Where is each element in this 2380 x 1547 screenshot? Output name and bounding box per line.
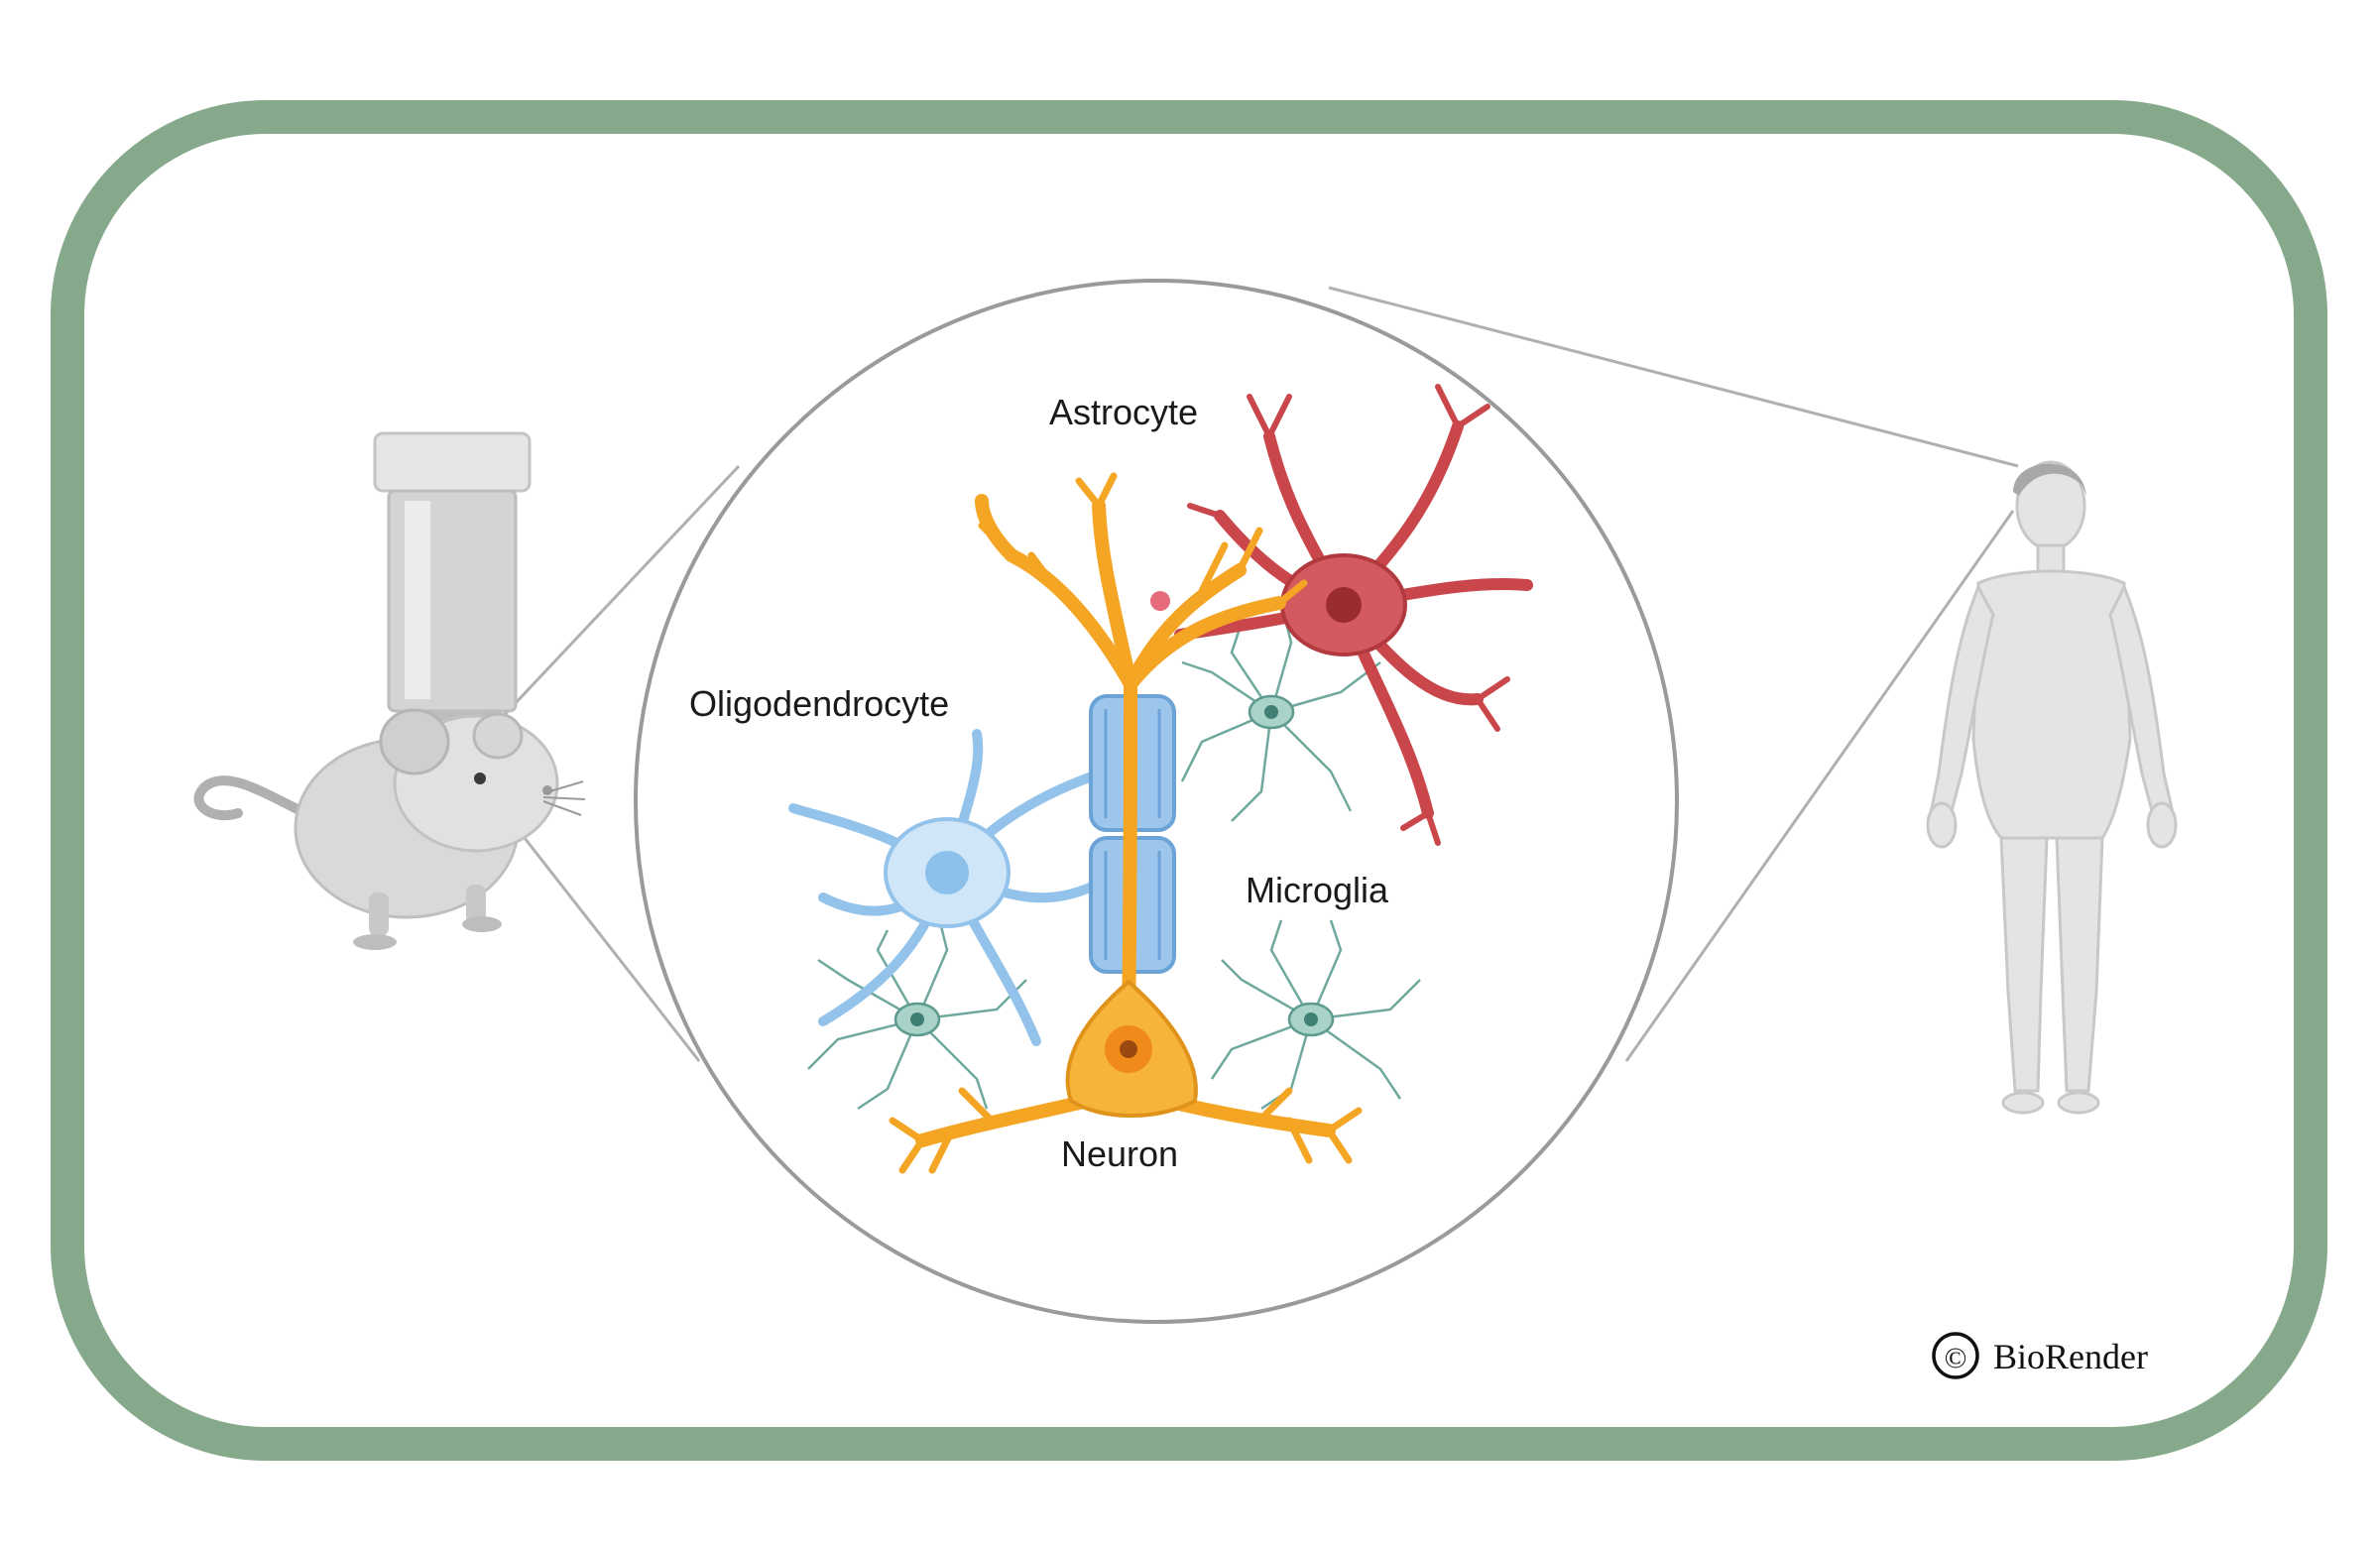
label-neuron: Neuron: [1061, 1133, 1178, 1174]
copyright-icon: [1932, 1332, 1979, 1379]
label-astrocyte: Astrocyte: [1049, 392, 1198, 432]
astrocyte-icon: [1174, 384, 1533, 846]
mouse-icon: [193, 708, 586, 950]
label-oligodendrocyte: Oligodendrocyte: [689, 683, 949, 724]
microglia-icon: [807, 602, 1421, 1111]
microglia-top: [1180, 602, 1381, 822]
credit: © BioRender: [1932, 1332, 2148, 1379]
credit-text: BioRender: [1993, 1337, 2148, 1376]
copyright-symbol: ©: [1945, 1342, 1967, 1374]
human-body-icon: [1926, 460, 2178, 1115]
zoom-lines: [494, 286, 2019, 1062]
oligodendrocyte-icon: [788, 729, 1106, 1046]
microscope-objective-icon: [373, 431, 532, 725]
microglia-left: [807, 909, 1027, 1111]
neuron-icon: [889, 472, 1363, 1174]
label-microglia: Microglia: [1246, 870, 1389, 910]
microglia-right: [1210, 919, 1421, 1111]
